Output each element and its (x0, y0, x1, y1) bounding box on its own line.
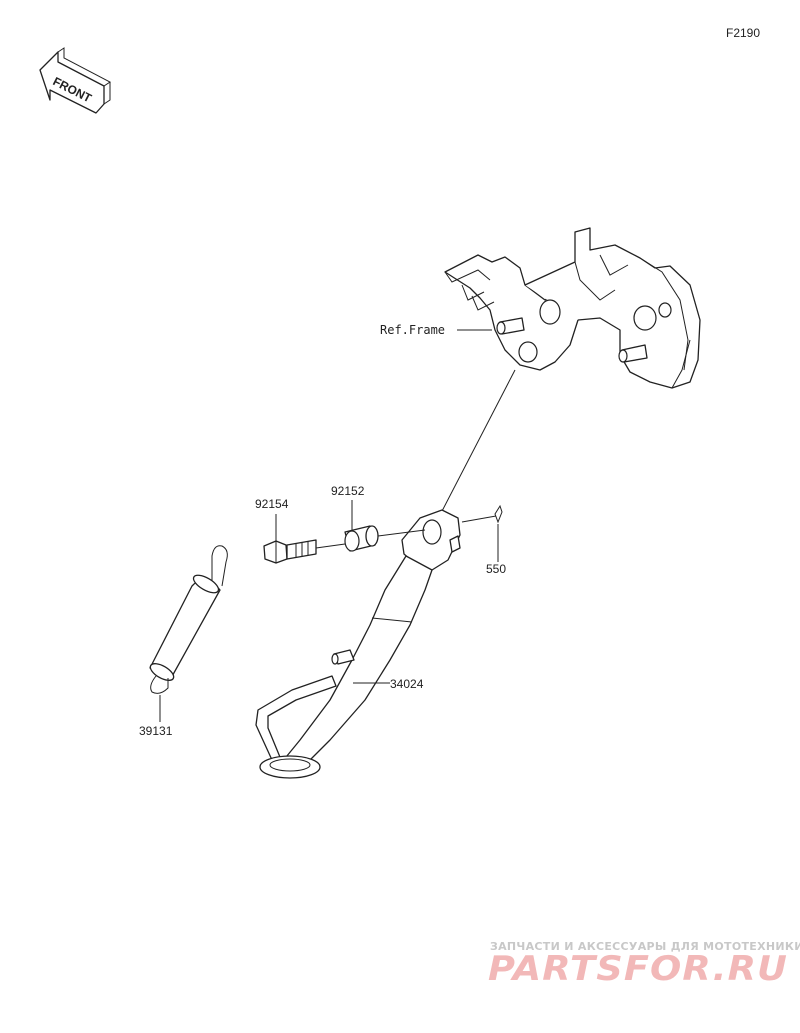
part-number-550: 550 (486, 562, 506, 576)
side-stand (255, 509, 461, 779)
collar-axis-line (377, 529, 426, 537)
diagram-code: F2190 (726, 26, 760, 40)
part-number-92154: 92154 (255, 497, 289, 511)
part-number-34024: 34024 (390, 677, 424, 691)
ref-frame-label: Ref.Frame (380, 323, 445, 337)
watermark-logo: PARTSFOR.RU (488, 949, 788, 989)
cotter-pin (461, 504, 503, 524)
watermark-tagline: ЗАПЧАСТИ И АКСЕССУАРЫ ДЛЯ МОТОТЕХНИКИ (490, 940, 800, 953)
frame-bracket (444, 227, 701, 389)
front-arrow-icon: FRONT (39, 47, 111, 114)
part-number-39131: 39131 (139, 724, 173, 738)
bolt-axis-line (315, 543, 346, 549)
spring (149, 545, 228, 694)
bolt (263, 539, 317, 564)
stand-to-frame-leader (439, 369, 516, 516)
collar (344, 525, 379, 552)
part-number-92152: 92152 (331, 484, 365, 498)
